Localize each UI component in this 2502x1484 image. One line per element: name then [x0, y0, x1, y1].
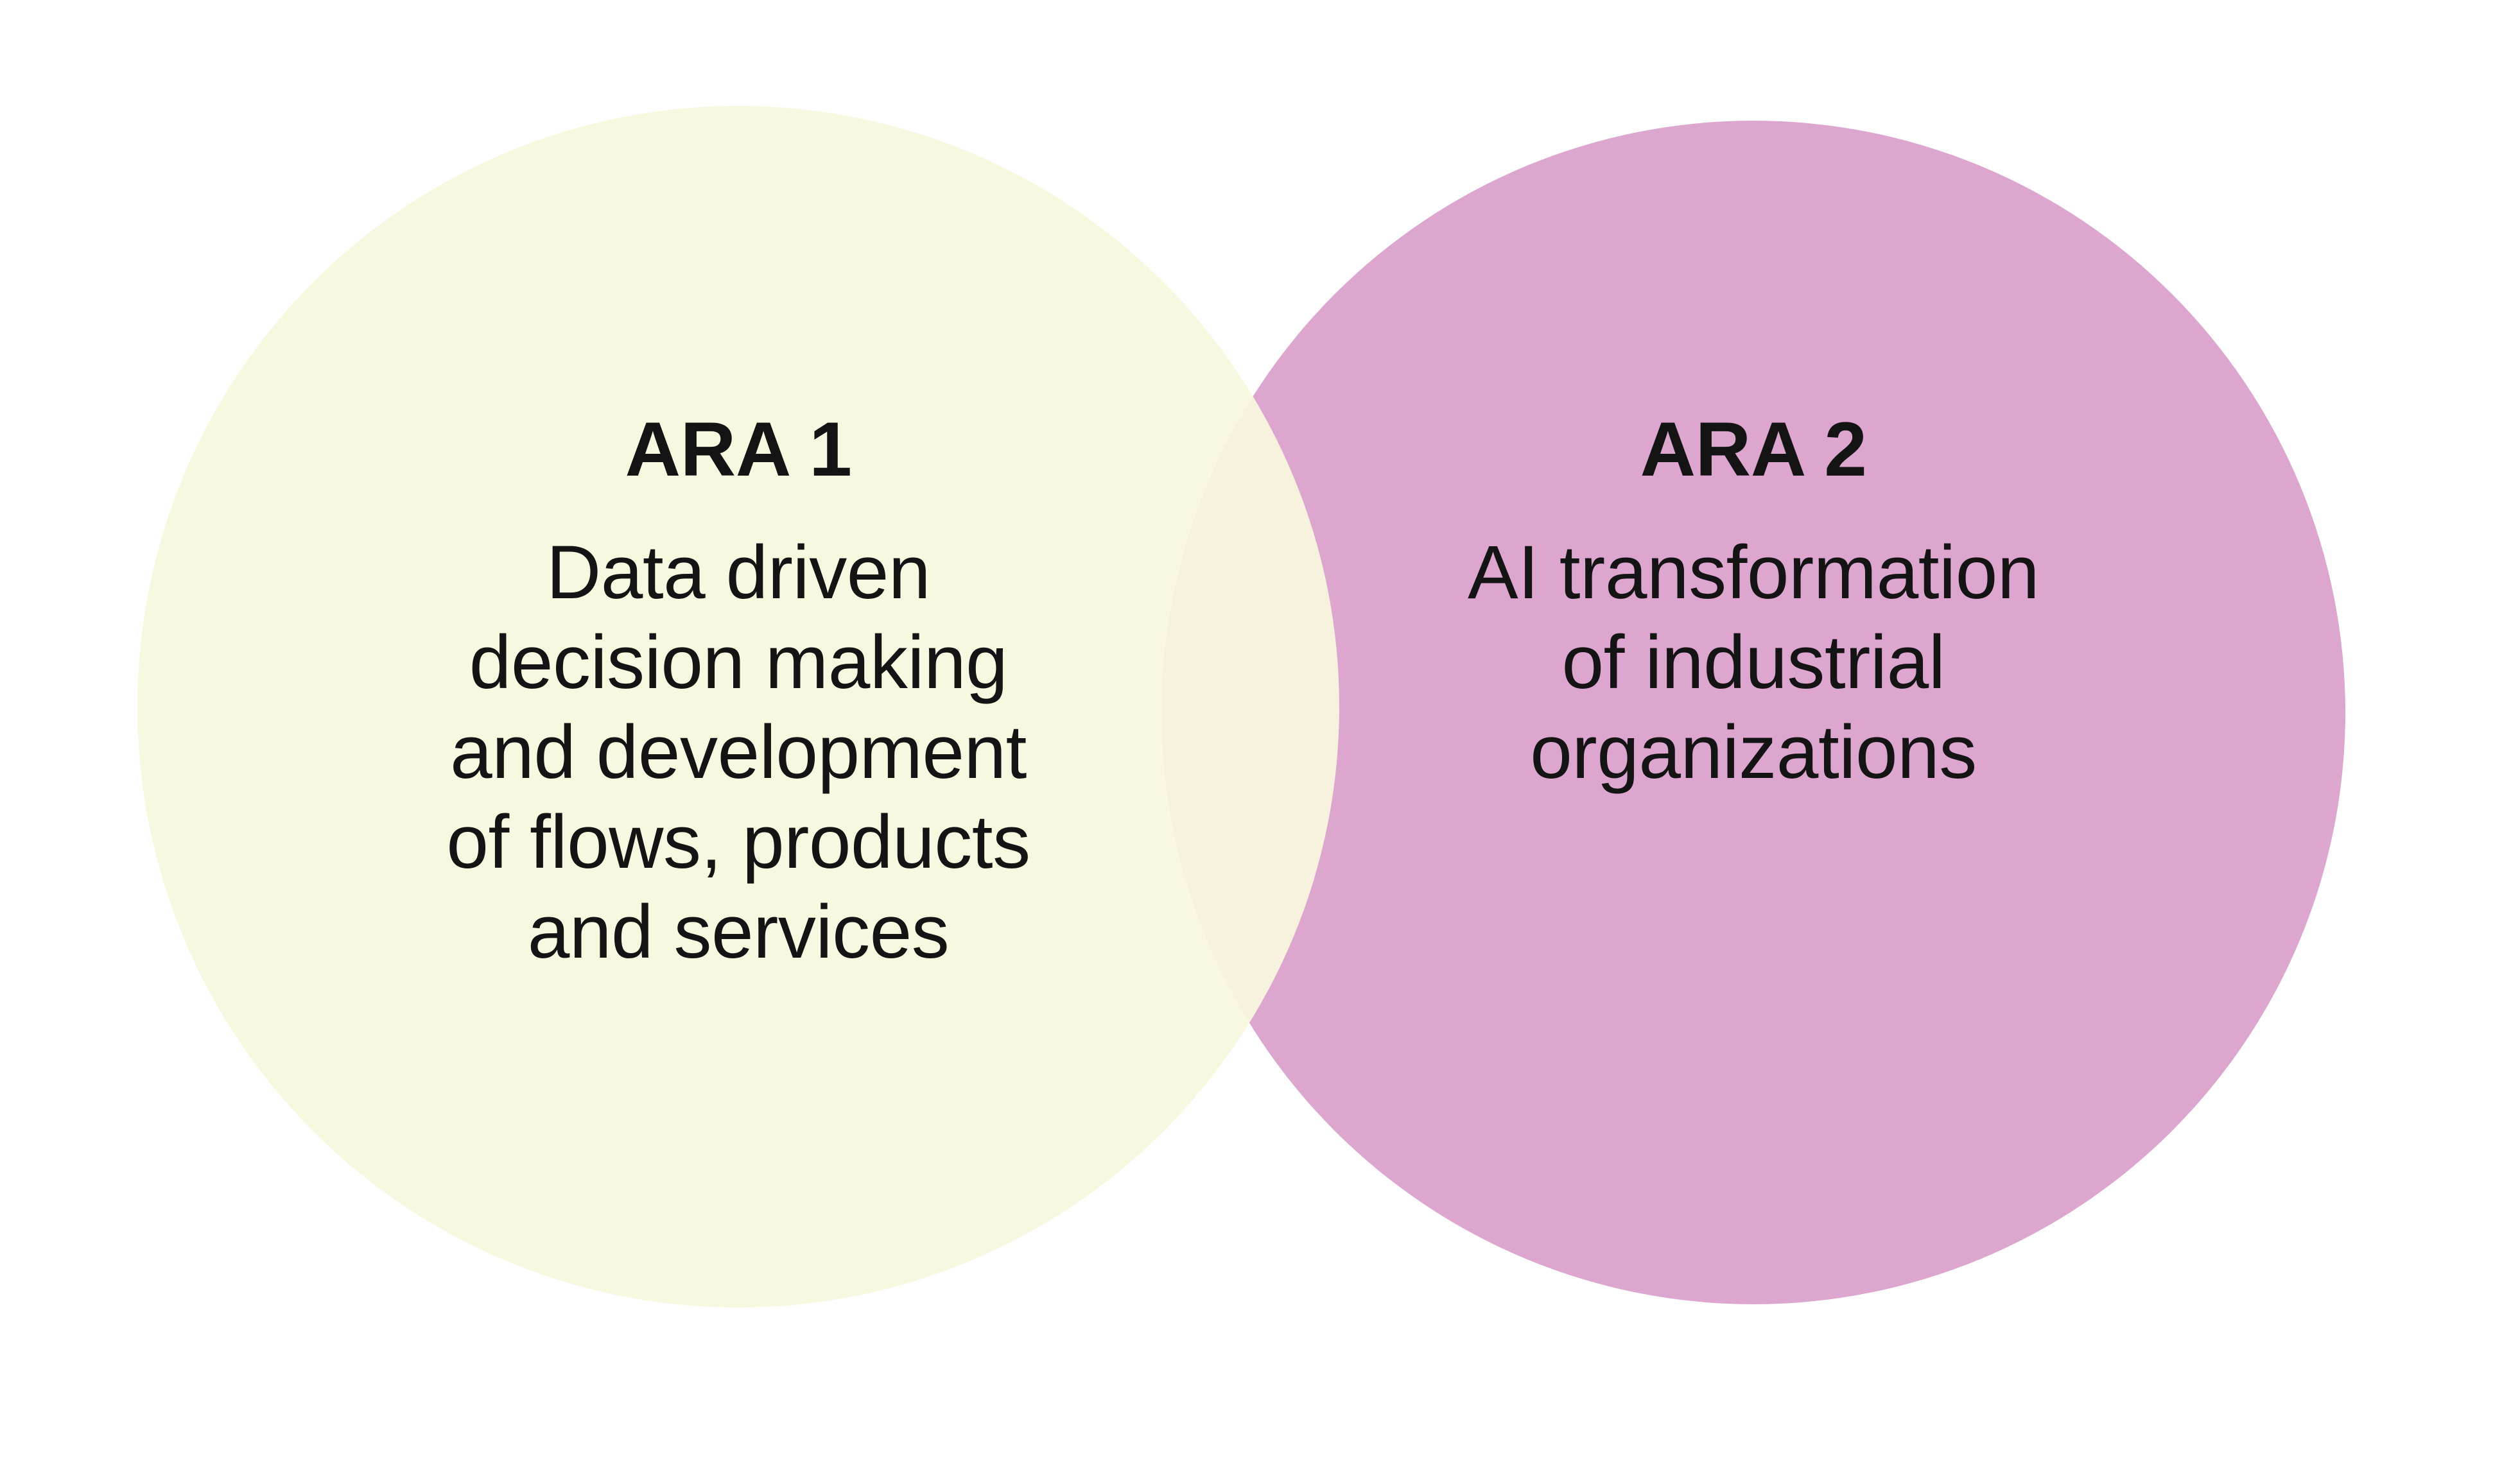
venn-circle-right[interactable] — [1161, 121, 2345, 1304]
venn-right-body: AI transformation of industrial organiza… — [1161, 528, 2345, 797]
venn-left-body-line: and services — [527, 890, 950, 974]
venn-left-label-group: ARA 1 Data driven decision making and de… — [137, 411, 1339, 977]
venn-left-body: Data driven decision making and developm… — [137, 528, 1339, 977]
venn-circle-left[interactable] — [137, 106, 1339, 1307]
venn-right-title: ARA 2 — [1640, 406, 1867, 492]
venn-left-body-line: decision making — [469, 620, 1008, 705]
venn-left-body-line: of flows, products — [446, 800, 1030, 884]
venn-right-label-group: ARA 2 AI transformation of industrial or… — [1161, 411, 2345, 797]
venn-left-body-line: Data driven — [546, 530, 930, 615]
venn-right-body-line: of industrial — [1561, 620, 1945, 705]
venn-right-body-line: AI transformation — [1468, 530, 2039, 615]
venn-left-title: ARA 1 — [625, 406, 852, 492]
venn-right-body-line: organizations — [1530, 710, 1977, 795]
venn-left-body-line: and development — [450, 710, 1027, 795]
